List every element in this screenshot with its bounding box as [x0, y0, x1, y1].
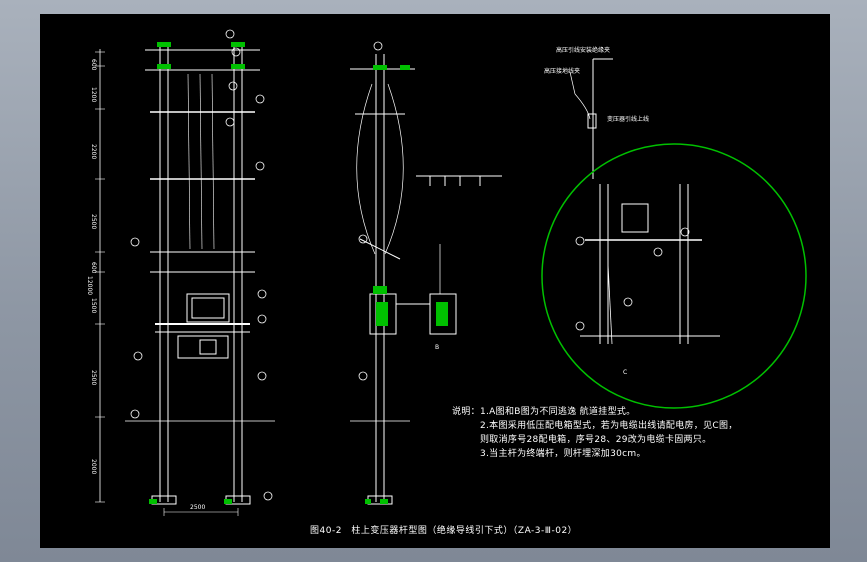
view-a-width-dimension: 2500: [190, 504, 206, 511]
height-dimension-label: 1500: [90, 298, 97, 314]
notes-line-2: 2.本图采用低压配电箱型式，若为电缆出线请配电房，见C图，: [480, 421, 738, 431]
height-dimension-label: 2000: [90, 459, 97, 475]
detail-c-circle: [541, 143, 807, 409]
height-dimension-label: 1200: [90, 87, 97, 103]
view-b-label: B: [435, 344, 440, 351]
notes-line-1: 1.A图和B图为不同逃逸 航道挂型式。: [480, 407, 636, 417]
height-dimension-label: 2500: [90, 214, 97, 230]
insulators: [149, 42, 448, 504]
drawing-sheet: 12000 2500 B C 高压引线安装绝缘夹 高压接地线夹 变压器引线上线 …: [40, 14, 830, 548]
notes-line-4: 3.当主杆为终端杆，则杆埋深加30cm。: [480, 449, 646, 459]
notes-heading: 说明：: [452, 407, 480, 417]
drawing-title: 图40-2 柱上变压器杆型图（绝缘导线引下式）（ZA-3-Ⅲ-02）: [310, 526, 578, 536]
callout-markers: [130, 29, 690, 501]
total-height-dimension: 12000: [86, 276, 93, 296]
view-a-elevation: [95, 44, 275, 516]
height-dimension-label: 2200: [90, 144, 97, 160]
notes-line-3: 则取消序号28配电箱，序号28、29改为电缆卡固两只。: [480, 435, 712, 445]
detail-label-top: 高压引线安装绝缘夹: [556, 47, 611, 54]
detail-label-right: 变压器引线上线: [607, 116, 650, 123]
height-dimension-label: 2500: [90, 370, 97, 386]
view-c-label: C: [623, 369, 628, 376]
height-dimension-label: 600: [90, 262, 97, 274]
detail-insulator: [569, 58, 613, 179]
drawing-canvas: [95, 29, 807, 516]
height-dimension-label: 600: [90, 59, 97, 71]
detail-label-mid: 高压接地线夹: [544, 68, 581, 75]
